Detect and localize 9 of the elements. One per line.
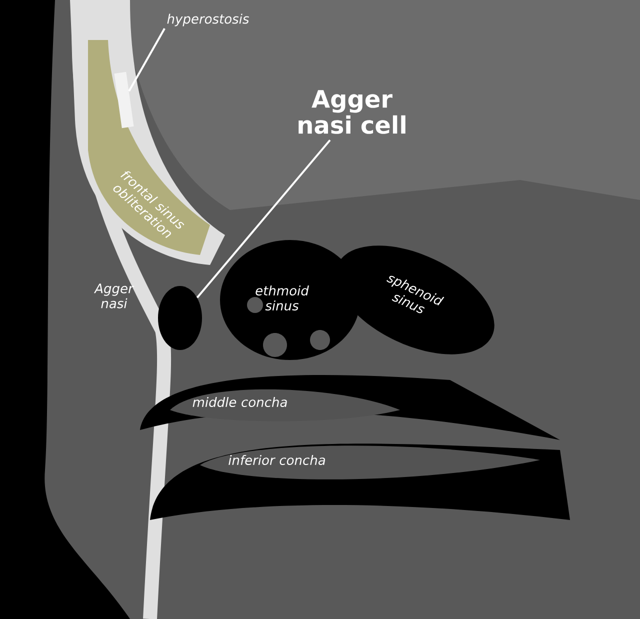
bone-thickening <box>114 72 134 128</box>
region-label: ethmoid sinus <box>256 285 309 311</box>
region-label: middle concha <box>192 396 287 408</box>
leader-line <box>196 139 331 298</box>
region-label: Agger nasi <box>94 284 134 308</box>
air-cell <box>158 286 202 350</box>
callout-label: Agger nasi cell <box>298 90 406 134</box>
region-label: inferior concha <box>228 454 325 466</box>
callout-label: hyperostosis <box>167 14 249 26</box>
